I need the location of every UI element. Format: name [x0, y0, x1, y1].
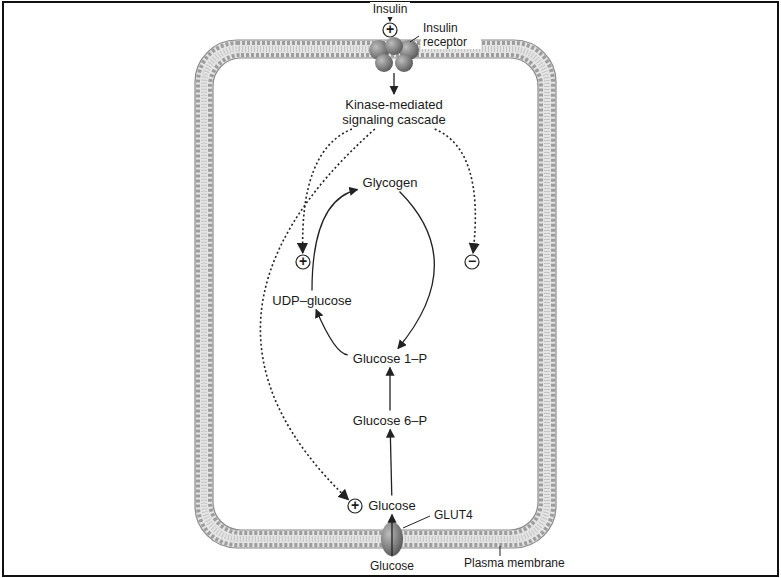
receptor-subunit — [375, 54, 393, 72]
signal-arrow — [393, 73, 394, 94]
node-text: Glucose — [368, 498, 416, 513]
membrane-outer — [195, 40, 556, 548]
regulation-arrow — [435, 129, 476, 253]
sign-outline — [465, 255, 479, 269]
reaction-arrow — [389, 368, 390, 411]
node-text: Glycogen — [363, 175, 418, 190]
reaction-arrow — [390, 430, 392, 496]
metabolite-label: Glucose 1–P — [350, 351, 430, 366]
part-name: GLUT4 — [432, 508, 475, 522]
node-text: Glucose — [370, 559, 414, 574]
slide-frame — [3, 2, 778, 576]
reaction-arrow — [312, 189, 358, 290]
node-text: + — [347, 498, 363, 514]
metabolite-label: Glucose 6–P — [350, 413, 430, 428]
stimulation-sign: + — [295, 254, 311, 270]
receptor-subunit — [395, 54, 413, 72]
regulation-arrow — [389, 19, 391, 22]
node-text: + — [382, 22, 398, 38]
leader-line — [410, 36, 419, 42]
regulation-arrow — [260, 129, 374, 500]
reaction-arrow — [391, 515, 392, 557]
lipid-heads-outer — [198, 43, 553, 545]
part-name: Plasma membrane — [462, 556, 567, 570]
node-text: + — [295, 254, 311, 270]
metabolite-label: Glucose — [365, 498, 419, 513]
regulation-arrow — [303, 129, 352, 253]
lipid-tails — [204, 49, 547, 539]
ligand-label: Insulin — [370, 2, 411, 17]
process-text: Kinase-mediated signaling cascade — [327, 97, 461, 127]
reaction-arrow — [398, 192, 434, 349]
node-text: Glucose 6–P — [353, 413, 427, 428]
inhibition-sign: − — [464, 254, 480, 270]
sign-outline — [348, 499, 362, 513]
part-name: Insulin receptor — [421, 21, 481, 49]
reaction-arrow — [316, 310, 348, 355]
stimulation-sign: + — [382, 22, 398, 38]
metabolite-label: Glucose — [367, 559, 417, 574]
insulin-receptor — [369, 37, 419, 72]
leader-line — [403, 516, 430, 528]
sign-outline — [296, 255, 310, 269]
node-text: Insulin — [373, 2, 408, 17]
metabolite-label: Glycogen — [360, 175, 421, 190]
sign-outline — [383, 23, 397, 37]
leader-line — [500, 546, 501, 556]
stimulation-sign: + — [347, 498, 363, 514]
node-text: UDP–glucose — [272, 293, 352, 308]
metabolite-label: UDP–glucose — [269, 293, 355, 308]
node-text: Glucose 1–P — [353, 351, 427, 366]
receptor-subunit — [385, 37, 403, 55]
membrane-inner — [213, 58, 538, 530]
lipid-heads-inner — [210, 55, 541, 533]
node-text: Kinase-mediated signaling cascade — [330, 97, 458, 127]
node-text: − — [464, 254, 480, 270]
